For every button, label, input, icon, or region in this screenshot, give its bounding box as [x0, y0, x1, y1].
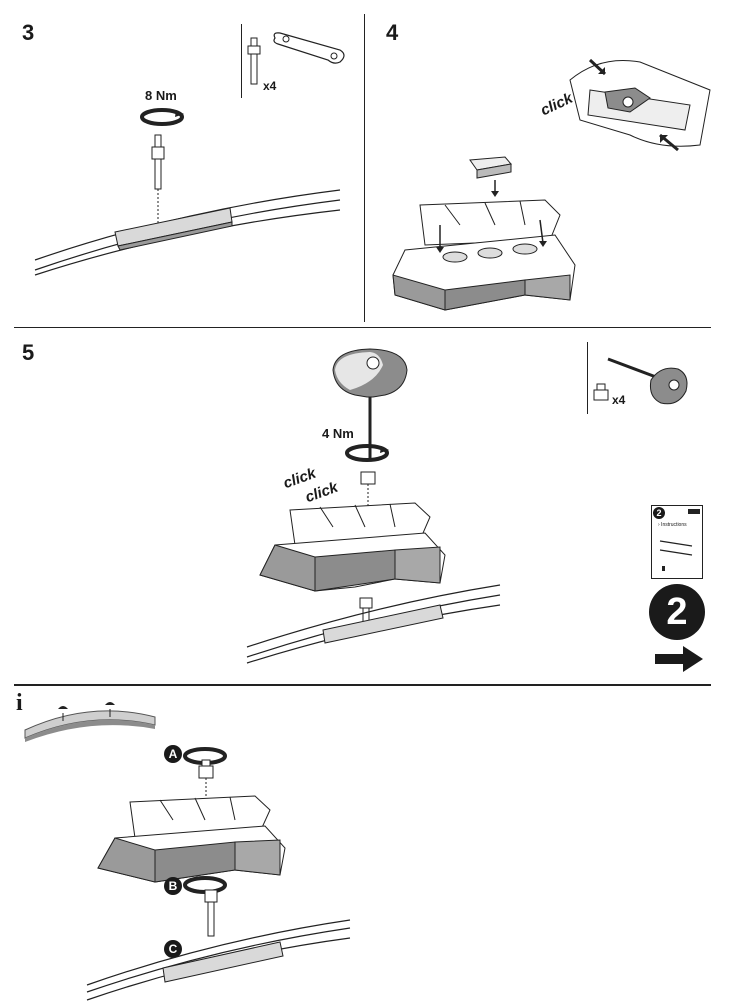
step-4-detail-view: [569, 58, 711, 152]
step-5-nut: [360, 471, 376, 508]
step-3-parts-divider: [241, 24, 242, 98]
step-3-bolt: [151, 134, 165, 225]
booklet-bars-illustration: [659, 540, 693, 556]
arrow-down-icon: [491, 180, 499, 197]
step-5-torque: 4 Nm: [322, 426, 354, 441]
arrow-right-icon: [655, 646, 703, 672]
booklet-brand-mark: [688, 509, 700, 514]
instruction-booklet: 2 › Instructions: [651, 505, 703, 579]
info-foot-assembly: [97, 795, 286, 883]
info-roof-overview: [24, 702, 156, 742]
step-3-torque: 8 Nm: [145, 88, 177, 103]
hex-key-icon: [607, 357, 688, 405]
marker-a: A: [164, 745, 182, 763]
divider-vertical-top: [364, 14, 365, 322]
step-5-roof-rail: [246, 584, 501, 664]
bolt-icon: [247, 37, 261, 85]
info-label: i: [16, 690, 23, 716]
step-5-qty: x4: [612, 393, 626, 407]
step-3-roof-rail: [34, 189, 341, 276]
torque-arrow-icon: [345, 444, 389, 462]
booklet-mark: [662, 566, 665, 571]
nut-icon: [593, 383, 609, 401]
step-5-foot-assembly: [259, 502, 446, 592]
torque-arrow-icon: [140, 108, 184, 126]
marker-b: B: [164, 877, 182, 895]
step-4-clip-part: [469, 156, 512, 179]
step-4-foot-assembly: [392, 199, 576, 311]
divider-horizontal-1: [14, 327, 711, 328]
step-5-parts-divider: [587, 342, 588, 414]
info-bolt: [204, 889, 218, 937]
next-booklet-badge: 2: [649, 584, 705, 640]
step-5-number: 5: [22, 340, 35, 365]
divider-horizontal-2: [14, 684, 711, 686]
step-3-qty: x4: [263, 79, 277, 93]
info-roof-rail: [86, 919, 351, 1001]
booklet-number-badge: 2: [653, 507, 665, 519]
booklet-heading: › Instructions: [658, 522, 687, 528]
step-5-tool-handle: [332, 348, 408, 460]
step-4-number: 4: [386, 20, 399, 45]
info-nut: [198, 759, 214, 800]
plate-icon: [273, 32, 345, 64]
step-3-number: 3: [22, 20, 35, 45]
marker-c: C: [164, 940, 182, 958]
